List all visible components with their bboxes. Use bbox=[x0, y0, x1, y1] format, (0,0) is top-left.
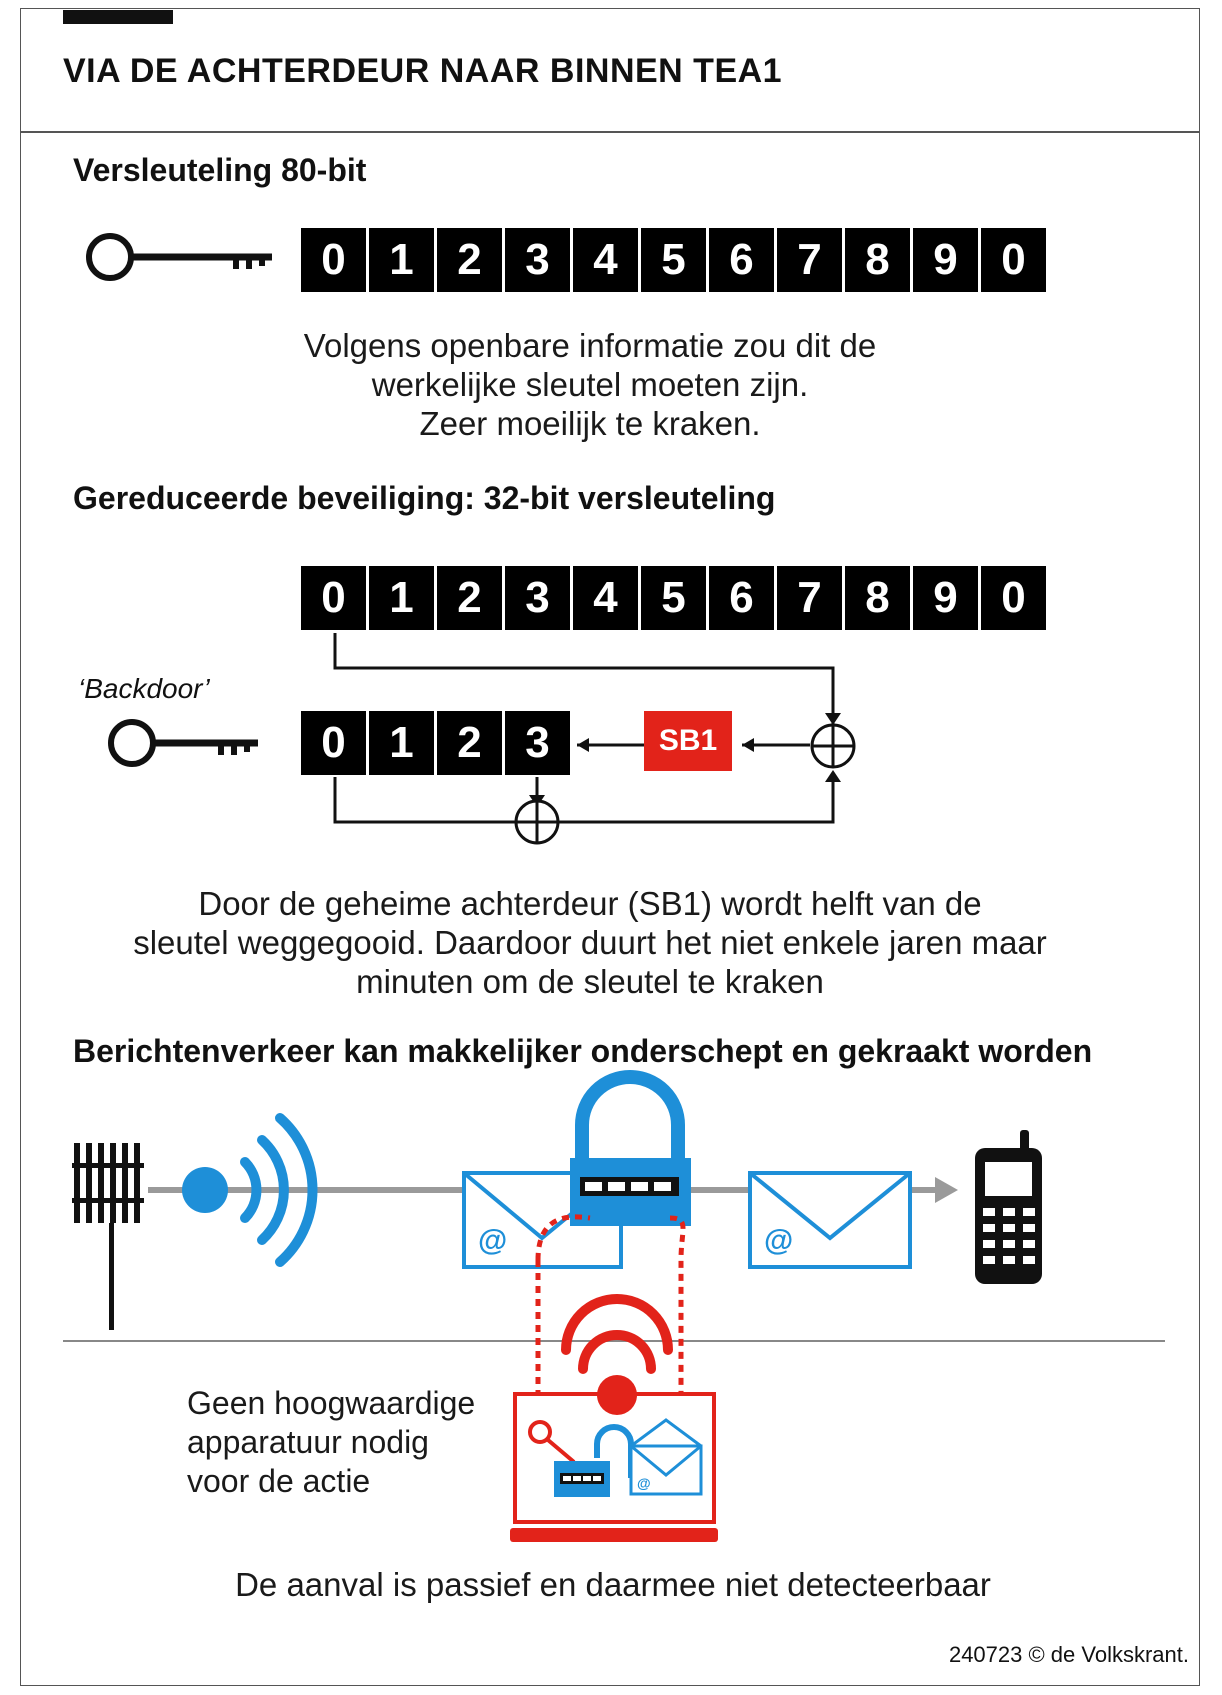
key-digit: 0 bbox=[981, 228, 1046, 292]
credit: 240723 © de Volkskrant. bbox=[948, 1642, 1189, 1667]
caption-line: minuten om de sleutel te kraken bbox=[356, 963, 824, 1000]
signal-waves-icon bbox=[182, 1113, 318, 1267]
section1-heading: Versleuteling 80-bit bbox=[73, 152, 367, 188]
key-digit: 4 bbox=[573, 228, 638, 292]
caption-line: Zeer moeilijk te kraken. bbox=[419, 405, 761, 442]
backdoor-label: ‘Backdoor’ bbox=[78, 673, 210, 704]
section1-caption: Volgens openbare informatie zou dit de w… bbox=[40, 326, 1140, 443]
key-digit: 0 bbox=[981, 566, 1046, 630]
key-digit: 6 bbox=[709, 566, 774, 630]
antenna-mast-icon bbox=[72, 1143, 144, 1330]
note-line: voor de actie bbox=[187, 1463, 371, 1499]
key-digit: 8 bbox=[845, 566, 910, 630]
key-digit: 5 bbox=[641, 566, 706, 630]
note-line: Geen hoogwaardige bbox=[187, 1385, 476, 1421]
section3-caption: De aanval is passief en daarmee niet det… bbox=[235, 1566, 991, 1603]
key-digit: 8 bbox=[845, 228, 910, 292]
key-digit: 3 bbox=[505, 711, 570, 775]
key-digit: 1 bbox=[369, 566, 434, 630]
xor-icon bbox=[810, 723, 856, 769]
key-digit: 7 bbox=[777, 228, 842, 292]
xor-icon bbox=[514, 799, 560, 845]
envelope-icon bbox=[748, 1171, 912, 1269]
page-title: VIA DE ACHTERDEUR NAAR BINNEN TEA1 bbox=[63, 52, 783, 90]
caption-line: Volgens openbare informatie zou dit de bbox=[303, 327, 877, 364]
envelope-at-symbol: @ bbox=[764, 1224, 793, 1257]
flow-lines bbox=[333, 633, 835, 824]
key-digit: 1 bbox=[369, 228, 434, 292]
section2-caption: Door de geheime achterdeur (SB1) wordt h… bbox=[40, 884, 1140, 1001]
key-digit: 0 bbox=[301, 228, 366, 292]
padlock-icon bbox=[570, 1070, 691, 1226]
caption-line: Door de geheime achterdeur (SB1) wordt h… bbox=[198, 885, 982, 922]
key-digit: 2 bbox=[437, 711, 502, 775]
envelope-at-symbol: @ bbox=[478, 1224, 507, 1257]
infographic-frame bbox=[20, 8, 1200, 1686]
section2-heading: Gereduceerde beveiliging: 32-bit versleu… bbox=[73, 480, 776, 516]
walkie-talkie-icon bbox=[975, 1130, 1042, 1284]
header-accent-bar bbox=[63, 10, 173, 24]
interception-path bbox=[535, 1214, 686, 1490]
equipment-note: Geen hoogwaardige apparatuur nodig voor … bbox=[187, 1384, 475, 1501]
key-digit: 5 bbox=[641, 228, 706, 292]
key-digit: 1 bbox=[369, 711, 434, 775]
caption-line: werkelijke sleutel moeten zijn. bbox=[371, 366, 809, 403]
key-digit: 9 bbox=[913, 228, 978, 292]
key-digit: 3 bbox=[505, 228, 570, 292]
section3-heading: Berichtenverkeer kan makkelijker ondersc… bbox=[73, 1033, 1093, 1069]
transmission-arrowhead bbox=[935, 1177, 958, 1203]
key-digit: 2 bbox=[437, 566, 502, 630]
key-digit: 4 bbox=[573, 566, 638, 630]
note-line: apparatuur nodig bbox=[187, 1424, 429, 1460]
sb1-box: SB1 bbox=[644, 711, 732, 771]
key-digit: 0 bbox=[301, 566, 366, 630]
key-digit: 9 bbox=[913, 566, 978, 630]
key-icon bbox=[86, 233, 272, 281]
key-digit: 0 bbox=[301, 711, 366, 775]
laptop-icon bbox=[510, 1294, 718, 1542]
key-digit: 2 bbox=[437, 228, 502, 292]
key-digit: 3 bbox=[505, 566, 570, 630]
key-digit: 6 bbox=[709, 228, 774, 292]
backdoor-key-icon bbox=[108, 719, 258, 767]
envelope-at-symbol: @ bbox=[637, 1475, 651, 1491]
key-digit: 7 bbox=[777, 566, 842, 630]
caption-line: sleutel weggegooid. Daardoor duurt het n… bbox=[133, 924, 1047, 961]
header-divider bbox=[20, 131, 1200, 133]
